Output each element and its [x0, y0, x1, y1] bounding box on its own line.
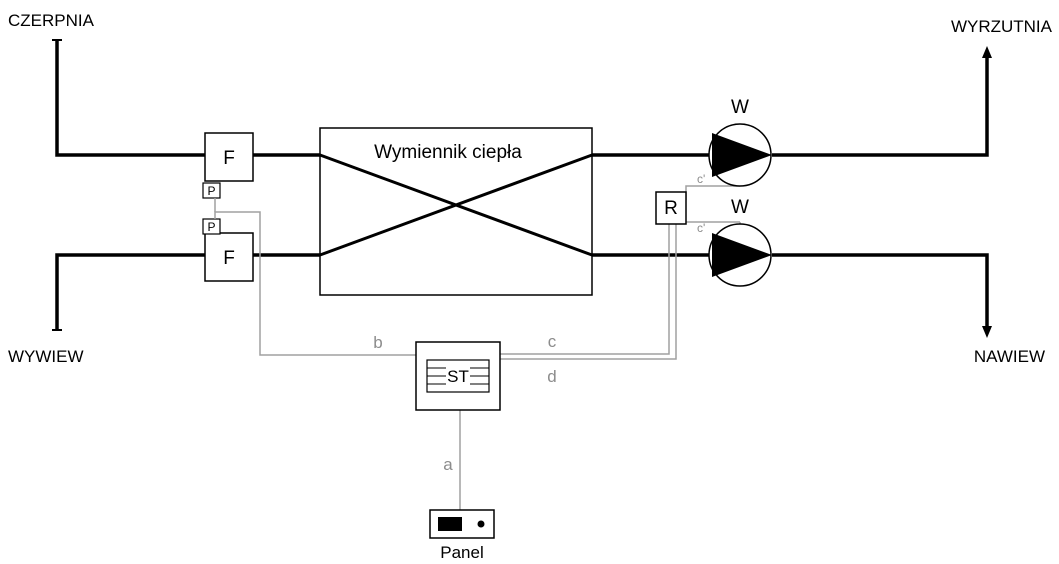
- regulator-label: R: [664, 198, 678, 219]
- panel-display-icon: [438, 517, 462, 531]
- panel-label: Panel: [440, 543, 483, 562]
- exhaust-duct: [772, 56, 989, 157]
- filter-top-label: F: [223, 148, 235, 169]
- line-a-label: a: [443, 455, 453, 474]
- line-d-label: d: [547, 367, 556, 386]
- pressure-sensor-top-label: P: [207, 184, 215, 198]
- fan-bottom-icon: [712, 233, 772, 277]
- signal-line-d: [500, 224, 677, 360]
- fan-top-icon: [712, 133, 772, 177]
- regulator-box: [655, 191, 687, 225]
- signal-line-c: [500, 224, 670, 355]
- filter-bottom-label: F: [223, 248, 235, 269]
- intake-duct: [55, 40, 205, 157]
- fan-top-label: W: [731, 97, 749, 118]
- line-c-label: c: [548, 332, 557, 351]
- line-b-label: b: [373, 333, 382, 352]
- exhaust-arrow-icon: [982, 46, 992, 58]
- supply-arrow-icon: [982, 326, 992, 338]
- exhaust-label: WYRZUTNIA: [951, 17, 1053, 36]
- supply-label: NAWIEW: [974, 347, 1045, 366]
- supply-duct: [772, 253, 989, 328]
- filter-bottom: [204, 232, 254, 282]
- c-prime-top-label: c': [697, 172, 705, 186]
- extract-duct: [55, 253, 205, 330]
- extract-label: WYWIEW: [8, 347, 84, 366]
- heat-exchanger-box: [319, 127, 593, 296]
- pressure-sensor-bottom: [202, 218, 221, 235]
- filter-top: [204, 132, 254, 182]
- fan-top: [708, 123, 772, 187]
- controller-label: ST: [447, 367, 469, 386]
- c-prime-bottom-label: c': [697, 221, 705, 235]
- fan-bottom-label: W: [731, 197, 749, 218]
- panel-button-icon: [477, 520, 485, 528]
- exchanger-cross-2: [319, 153, 593, 257]
- intake-label: CZERPNIA: [8, 11, 95, 30]
- fan-bottom: [708, 223, 772, 287]
- signal-line-b: [214, 211, 416, 356]
- duct-lines: [52, 39, 989, 331]
- pressure-sensor-top: [202, 182, 221, 199]
- exchanger-label: Wymiennik ciepła: [374, 142, 522, 163]
- pressure-sensor-bottom-label: P: [207, 220, 215, 234]
